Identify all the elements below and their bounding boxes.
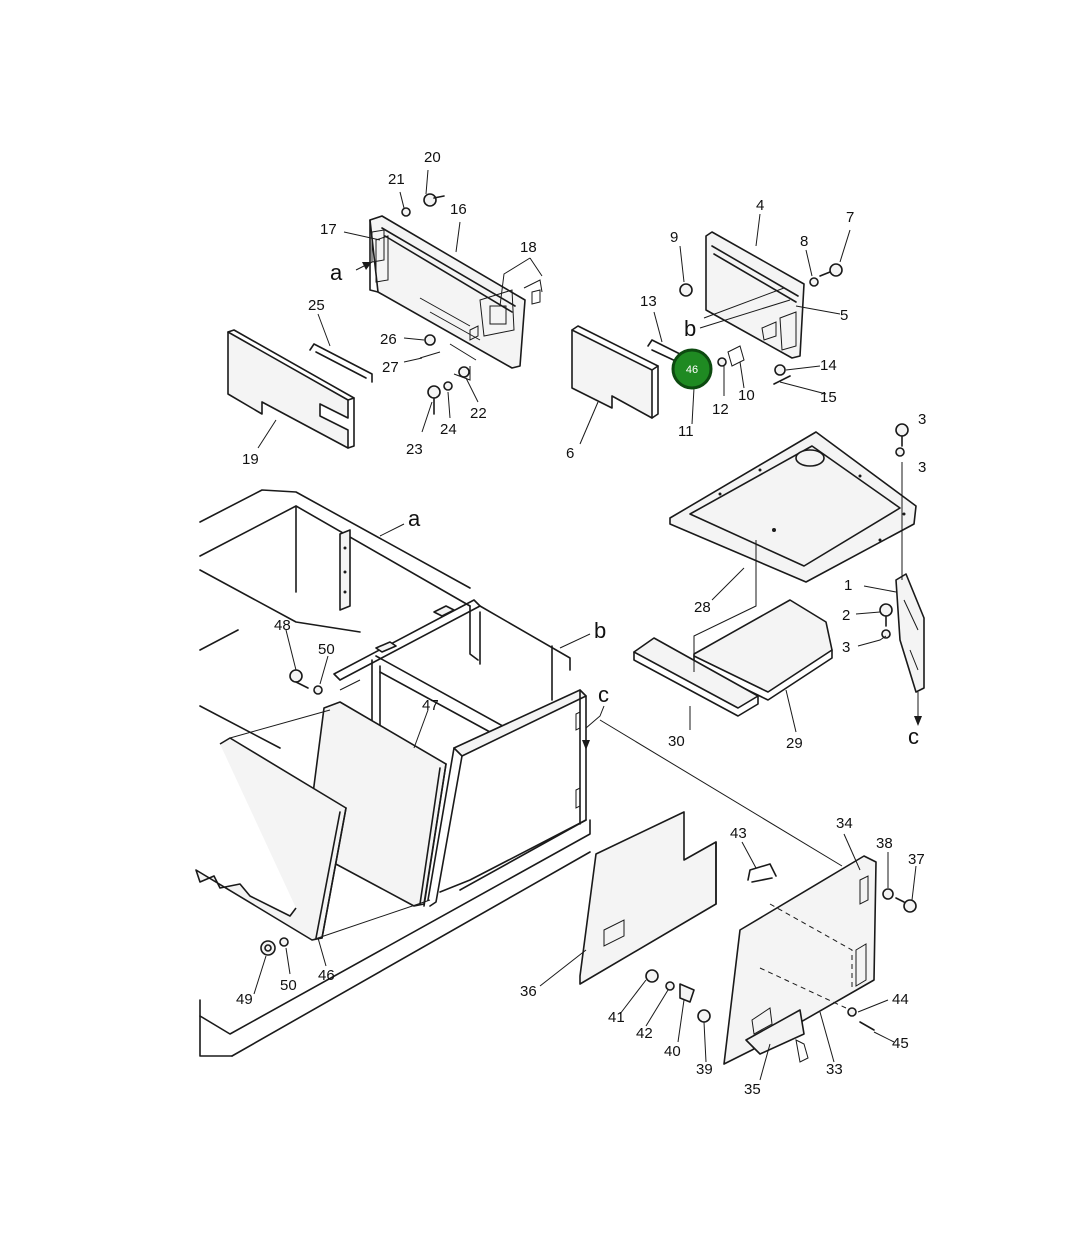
ref-c-bracket: c — [908, 724, 919, 749]
leader-lines — [253, 169, 919, 1081]
label-9: 9 — [670, 229, 678, 246]
label-42: 42 — [636, 1025, 653, 1042]
label-4: 4 — [756, 197, 764, 214]
label-12: 12 — [712, 401, 729, 418]
top-left-fasteners — [401, 193, 543, 415]
top-right-fasteners — [679, 263, 843, 385]
label-43: 43 — [730, 825, 747, 842]
label-10: 10 — [738, 387, 755, 404]
label-49: 49 — [236, 991, 253, 1008]
main-frame — [199, 489, 591, 1057]
right-door-fasteners — [645, 888, 917, 1031]
part-35-latch — [745, 1009, 809, 1063]
ref-a-frame: a — [408, 506, 421, 531]
label-13: 13 — [640, 293, 657, 310]
label-23: 23 — [406, 441, 423, 458]
part-43-handle — [747, 863, 777, 883]
label-37: 37 — [908, 851, 925, 868]
label-14: 14 — [820, 357, 837, 374]
part-36-pad — [579, 811, 717, 985]
label-50-bottom: 50 — [280, 977, 297, 994]
label-28: 28 — [694, 599, 711, 616]
part-number-labels: 20 21 16 17 18 25 26 27 19 23 24 22 9 4 … — [236, 149, 926, 1098]
label-50-top: 50 — [318, 641, 335, 658]
label-45: 45 — [892, 1035, 909, 1052]
label-3-top: 3 — [918, 411, 926, 428]
label-38: 38 — [876, 835, 893, 852]
label-39: 39 — [696, 1061, 713, 1078]
label-22: 22 — [470, 405, 487, 422]
arrow-heads — [362, 262, 922, 750]
label-19: 19 — [242, 451, 259, 468]
label-26: 26 — [380, 331, 397, 348]
label-1: 1 — [844, 577, 852, 594]
ref-b-top: b — [684, 316, 696, 341]
label-21: 21 — [388, 171, 405, 188]
label-15: 15 — [820, 389, 837, 406]
label-3: 3 — [842, 639, 850, 656]
leader-line — [419, 297, 481, 361]
part-17-bracket — [371, 229, 385, 263]
connection-reference-letters: a a b b c c — [330, 260, 919, 749]
label-7: 7 — [846, 209, 854, 226]
part-25-handle — [309, 343, 373, 383]
label-47: 47 — [422, 697, 439, 714]
label-6: 6 — [566, 445, 574, 462]
part-33-door — [723, 855, 877, 1065]
highlight-badge-label: 46 — [686, 364, 698, 376]
label-46: 46 — [318, 967, 335, 984]
label-30: 30 — [668, 733, 685, 750]
label-36: 36 — [520, 983, 537, 1000]
label-29: 29 — [786, 735, 803, 752]
ref-a-top: a — [330, 260, 343, 285]
label-18: 18 — [520, 239, 537, 256]
part-1-bracket — [879, 423, 925, 693]
label-8: 8 — [800, 233, 808, 250]
label-33: 33 — [826, 1061, 843, 1078]
part-28-roof-plate — [669, 431, 917, 583]
label-20: 20 — [424, 149, 441, 166]
left-fasteners — [260, 669, 323, 956]
label-25: 25 — [308, 297, 325, 314]
leader-line — [229, 679, 431, 941]
label-40: 40 — [664, 1043, 681, 1060]
label-41: 41 — [608, 1009, 625, 1026]
part-19-pad — [227, 329, 355, 449]
label-3-mid: 3 — [918, 459, 926, 476]
label-35: 35 — [744, 1081, 761, 1098]
label-44: 44 — [892, 991, 909, 1008]
part-46-panel — [195, 737, 347, 941]
part-4-panel — [705, 231, 805, 359]
label-2: 2 — [842, 607, 850, 624]
label-16: 16 — [450, 201, 467, 218]
part-6-pad — [571, 325, 659, 419]
part-30-pad — [633, 637, 759, 717]
label-24: 24 — [440, 421, 457, 438]
label-48: 48 — [274, 617, 291, 634]
label-11: 11 — [678, 423, 694, 440]
label-34: 34 — [836, 815, 853, 832]
label-5: 5 — [840, 307, 848, 324]
ref-b-frame: b — [594, 618, 606, 643]
ref-c-frame: c — [598, 682, 609, 707]
label-17: 17 — [320, 221, 337, 238]
highlight-badge[interactable]: 46 — [671, 348, 713, 390]
label-27: 27 — [382, 359, 399, 376]
